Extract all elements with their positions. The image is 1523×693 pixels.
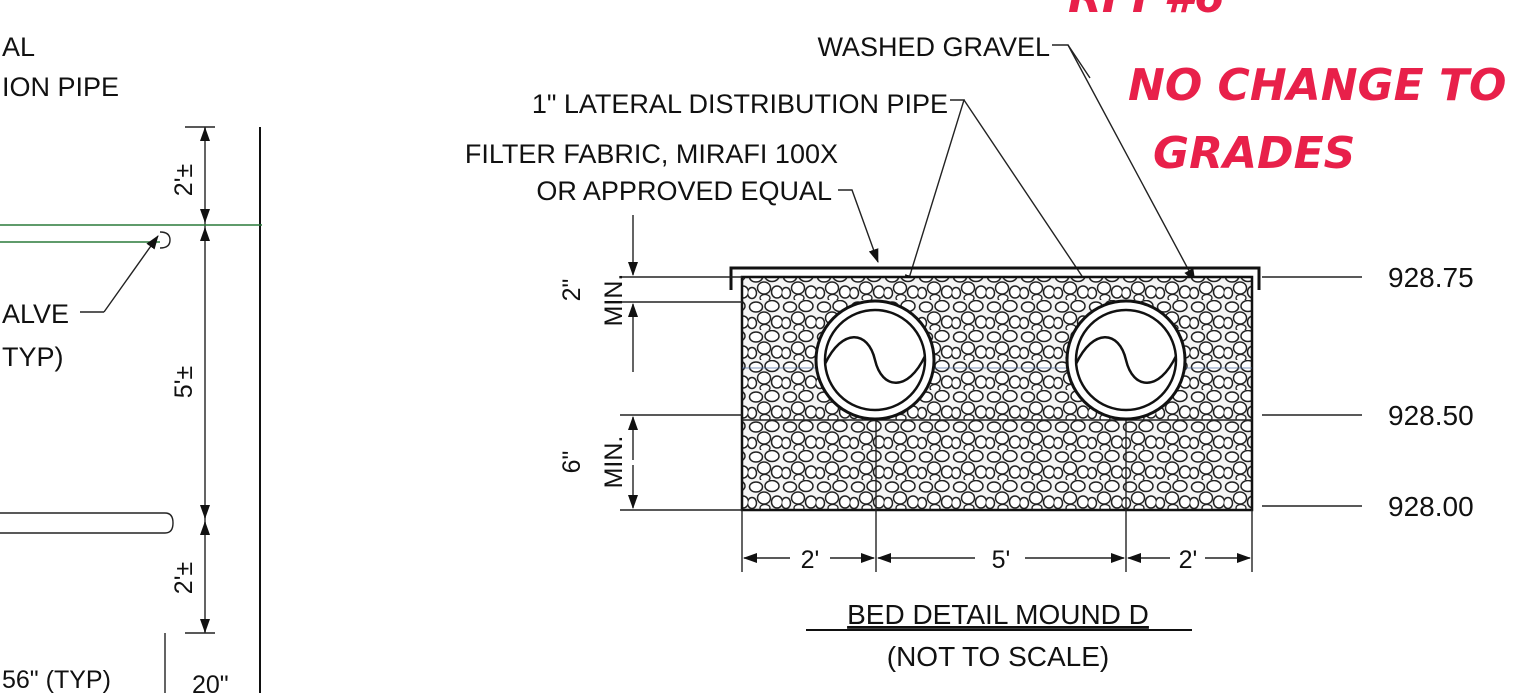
filter-fabric-label-2: OR APPROVED EQUAL (536, 176, 832, 206)
elevation-bottom: 928.00 (1388, 491, 1474, 522)
filter-fabric-leader (838, 189, 879, 263)
lateral-pipe-leader (905, 99, 965, 289)
elevation-top: 928.75 (1388, 262, 1474, 293)
left-label-fragment-1: AL (2, 32, 35, 62)
bed-detail: WASHED GRAVEL 1" LATERAL DISTRIBUTION PI… (465, 32, 1474, 672)
min-2-dimension: 2" MIN. (558, 215, 742, 372)
min-2-label: MIN. (600, 274, 628, 327)
filter-fabric (729, 266, 1261, 290)
dim-bottom-label: 2'± (170, 562, 198, 594)
valve-label: ALVE (2, 299, 69, 329)
lateral-pipe-label: 1" LATERAL DISTRIBUTION PIPE (532, 89, 948, 119)
min-6-label: MIN. (600, 436, 628, 489)
washed-gravel-label: WASHED GRAVEL (817, 32, 1050, 62)
dim-top-label: 2'± (170, 164, 198, 196)
lateral-pipe-leader-b (963, 99, 1099, 301)
min-6-value: 6" (558, 451, 586, 474)
filter-fabric-label: FILTER FABRIC, MIRAFI 100X (465, 139, 838, 169)
width-right-label: 2' (1179, 546, 1198, 574)
rfi-annotation: RFI #6 NO CHANGE TO GRADES (1068, 0, 1506, 179)
washed-gravel-leader-b (1067, 44, 1091, 79)
width-left-label: 2' (801, 546, 820, 574)
pipe-cap (164, 512, 174, 534)
left-label-fragment-2: ION PIPE (2, 72, 119, 102)
width-dimension: 2' 5' 2' (741, 510, 1253, 574)
min-6-dimension: 6" MIN. (558, 414, 742, 511)
annotation-line-1: RFI #6 (1068, 0, 1225, 23)
elevation-mid: 928.50 (1388, 400, 1474, 431)
annotation-line-3: GRADES (1153, 128, 1355, 179)
annotation-line-2: NO CHANGE TO (1128, 60, 1506, 111)
detail-title: BED DETAIL MOUND D (847, 599, 1149, 630)
detail-subtitle: (NOT TO SCALE) (887, 641, 1110, 672)
dim-mid-label: 5'± (170, 366, 198, 398)
left-partial-detail: AL ION PIPE 2'± 5'± 2'± ALVE TYP) 56" (T… (0, 32, 262, 693)
spacing-20-label: 20" (192, 671, 229, 693)
spacing-typ-label: 56" (TYP) (2, 666, 111, 693)
width-center-label: 5' (992, 546, 1011, 574)
valve-typ-label: TYP) (2, 342, 64, 372)
min-2-value: 2" (558, 279, 586, 302)
distribution-pipe-left (814, 299, 936, 421)
valve-cap (159, 231, 171, 249)
valve-leader (103, 235, 159, 313)
distribution-pipe-right (1065, 299, 1187, 421)
